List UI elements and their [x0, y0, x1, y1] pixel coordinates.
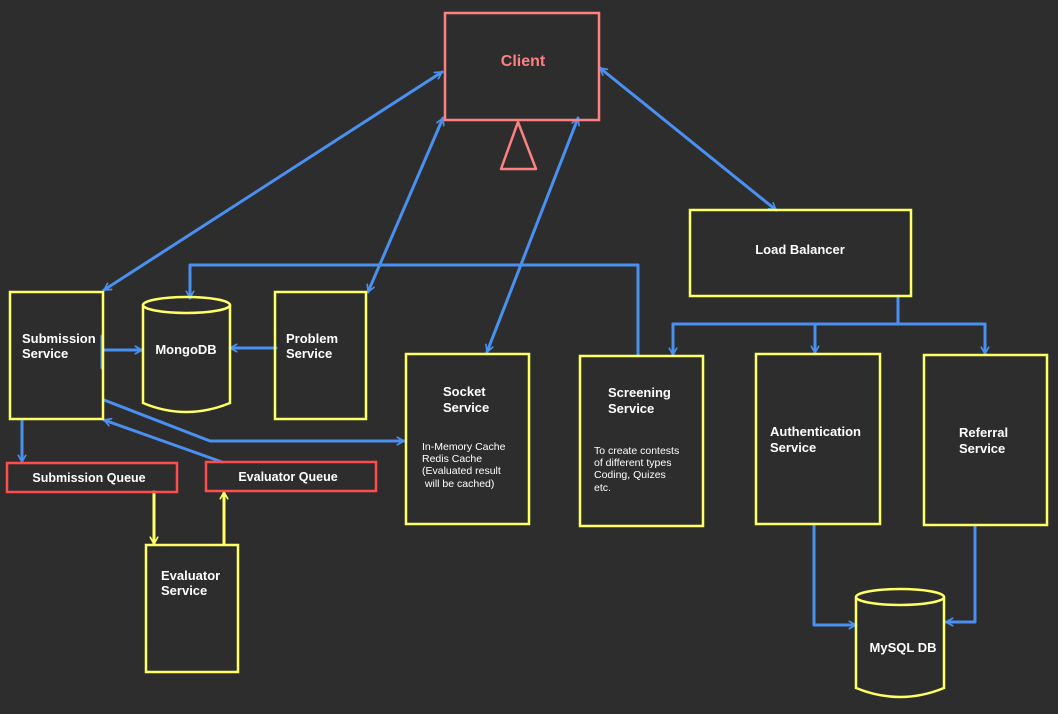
evaluator-queue-node: Evaluator Queue — [204, 460, 378, 493]
edge-auth-mysql — [812, 524, 858, 625]
submission-queue-box — [5, 461, 179, 494]
screening-service-node: Screening Service To create contests of … — [578, 354, 705, 528]
load-balancer-node: Load Balancer — [688, 208, 913, 298]
problem-service-box — [273, 290, 368, 421]
socket-service-desc-line1: In-Memory Cache — [422, 441, 506, 453]
socket-service-desc-line2: Redis Cache — [422, 453, 482, 465]
client-user-triangle-icon — [499, 120, 538, 171]
evaluator-service-label-line2: Service — [161, 583, 207, 598]
referral-service-box — [922, 353, 1049, 527]
authentication-service-box — [754, 352, 882, 526]
load-balancer-box — [688, 208, 913, 298]
problem-service-label-line2: Service — [286, 346, 332, 361]
mysql-cylinder-body — [854, 597, 946, 699]
socket-service-box — [404, 352, 531, 526]
edge-client-submission — [102, 70, 444, 292]
edge-screening-mongodb — [190, 263, 640, 357]
referral-service-label-line2: Service — [959, 441, 1005, 456]
mongodb-cylinder-top — [141, 295, 232, 315]
submission-service-label-line1: Submission — [22, 331, 96, 346]
edge-client-problem — [368, 116, 443, 294]
submission-queue-node: Submission Queue — [5, 461, 179, 494]
screening-service-label-line1: Screening — [608, 385, 671, 400]
screening-service-desc-line2: of different types — [594, 457, 671, 469]
socket-service-desc-line3: (Evaluated result — [422, 465, 501, 477]
evaluator-queue-label: Evaluator Queue — [238, 470, 337, 484]
problem-service-node: Problem Service — [273, 290, 368, 421]
edge-submission-socket — [102, 398, 406, 441]
socket-service-desc-line4: will be cached) — [422, 478, 494, 490]
authentication-service-label-line2: Service — [770, 440, 816, 455]
evaluator-queue-box — [204, 460, 378, 493]
authentication-service-node: Authentication Service — [754, 352, 882, 526]
problem-service-label-line1: Problem — [286, 331, 338, 346]
authentication-service-label-line1: Authentication — [770, 424, 861, 439]
edge-client-socket — [487, 116, 578, 354]
edge-evalqueue-submission — [102, 420, 224, 464]
edge-client-loadbalancer — [598, 66, 778, 212]
client-node: Client — [443, 11, 601, 171]
mongodb-cylinder-body — [141, 305, 232, 414]
referral-service-node: Referral Service — [922, 353, 1049, 527]
mongodb-label: MongoDB — [155, 342, 216, 357]
mongodb-node: MongoDB — [141, 295, 232, 414]
submission-service-box — [8, 290, 105, 421]
socket-service-label-line2: Service — [443, 400, 489, 415]
load-balancer-label: Load Balancer — [755, 242, 845, 257]
edge-referral-mysql — [944, 525, 977, 622]
edges — [22, 66, 985, 625]
submission-service-node: Submission Service — [8, 290, 105, 421]
referral-service-label-line1: Referral — [959, 425, 1008, 440]
screening-service-box — [578, 354, 705, 528]
screening-service-desc-line3: Coding, Quizes — [594, 469, 666, 481]
screening-service-desc-line1: To create contests — [594, 445, 679, 457]
client-box — [443, 11, 601, 122]
evaluator-service-node: Evaluator Service — [144, 543, 240, 674]
screening-service-desc-line4: etc. — [594, 482, 611, 494]
submission-queue-label: Submission Queue — [32, 471, 145, 485]
socket-service-label-line1: Socket — [443, 384, 486, 399]
screening-service-label-line2: Service — [608, 401, 654, 416]
evaluator-service-box — [144, 543, 240, 674]
socket-service-node: Socket Service In-Memory Cache Redis Cac… — [404, 352, 531, 526]
submission-service-label-line2: Service — [22, 346, 68, 361]
evaluator-service-label-line1: Evaluator — [161, 568, 220, 583]
mysql-db-label: MySQL DB — [870, 640, 937, 655]
mysql-db-node: MySQL DB — [854, 587, 946, 699]
client-label: Client — [501, 53, 546, 70]
mysql-cylinder-top — [854, 587, 946, 607]
